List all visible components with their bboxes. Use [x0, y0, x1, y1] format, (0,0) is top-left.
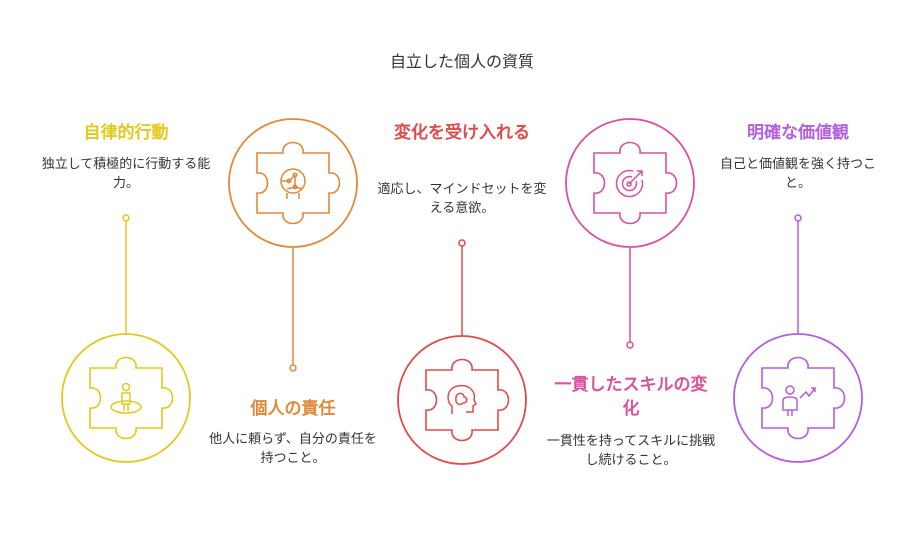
head-brain-icon	[447, 384, 477, 414]
node-circle	[61, 333, 191, 463]
node-circle	[397, 335, 527, 465]
node-title: 明確な価値観	[747, 123, 849, 143]
connector-dot	[794, 214, 802, 222]
target-arrow-icon	[615, 169, 644, 198]
connector-dot	[626, 341, 634, 349]
node-description: 他人に頼らず、自分の責任を持つこと。	[209, 432, 377, 466]
node-autonomous-action	[61, 214, 191, 463]
node-embrace-change	[397, 239, 527, 465]
node-personal-responsibility	[228, 118, 358, 372]
person-growth-icon	[782, 385, 816, 416]
puzzle-piece-icon	[256, 141, 341, 225]
node-consistent-skill-change	[565, 118, 695, 349]
connector-dot	[458, 239, 466, 247]
node-clear-values	[733, 214, 863, 463]
connector-dot	[289, 364, 297, 372]
connector-dot	[122, 214, 130, 222]
node-description: 自己と価値観を強く持つこと。	[719, 157, 876, 191]
puzzle-piece-icon	[89, 356, 174, 440]
node-circle	[733, 333, 863, 463]
node-description: 適応し、マインドセットを変える意欲。	[377, 182, 547, 216]
person-on-target-icon	[110, 382, 142, 414]
brain-network-icon	[280, 168, 306, 199]
node-description: 独立して積極的に行動する能力。	[41, 157, 211, 191]
node-title: 変化を受け入れる	[394, 123, 530, 143]
node-title: 一貫したスキルの変化	[554, 375, 708, 419]
node-title: 自律的行動	[83, 123, 169, 143]
puzzle-piece-icon	[425, 358, 510, 442]
node-title: 個人の責任	[250, 399, 336, 419]
node-description: 一貫性を持ってスキルに挑戦し続けること。	[546, 434, 716, 468]
node-circle	[228, 118, 358, 248]
page-title: 自立した個人の資質	[389, 52, 534, 71]
puzzle-piece-icon	[593, 141, 678, 225]
puzzle-piece-icon	[761, 356, 846, 440]
